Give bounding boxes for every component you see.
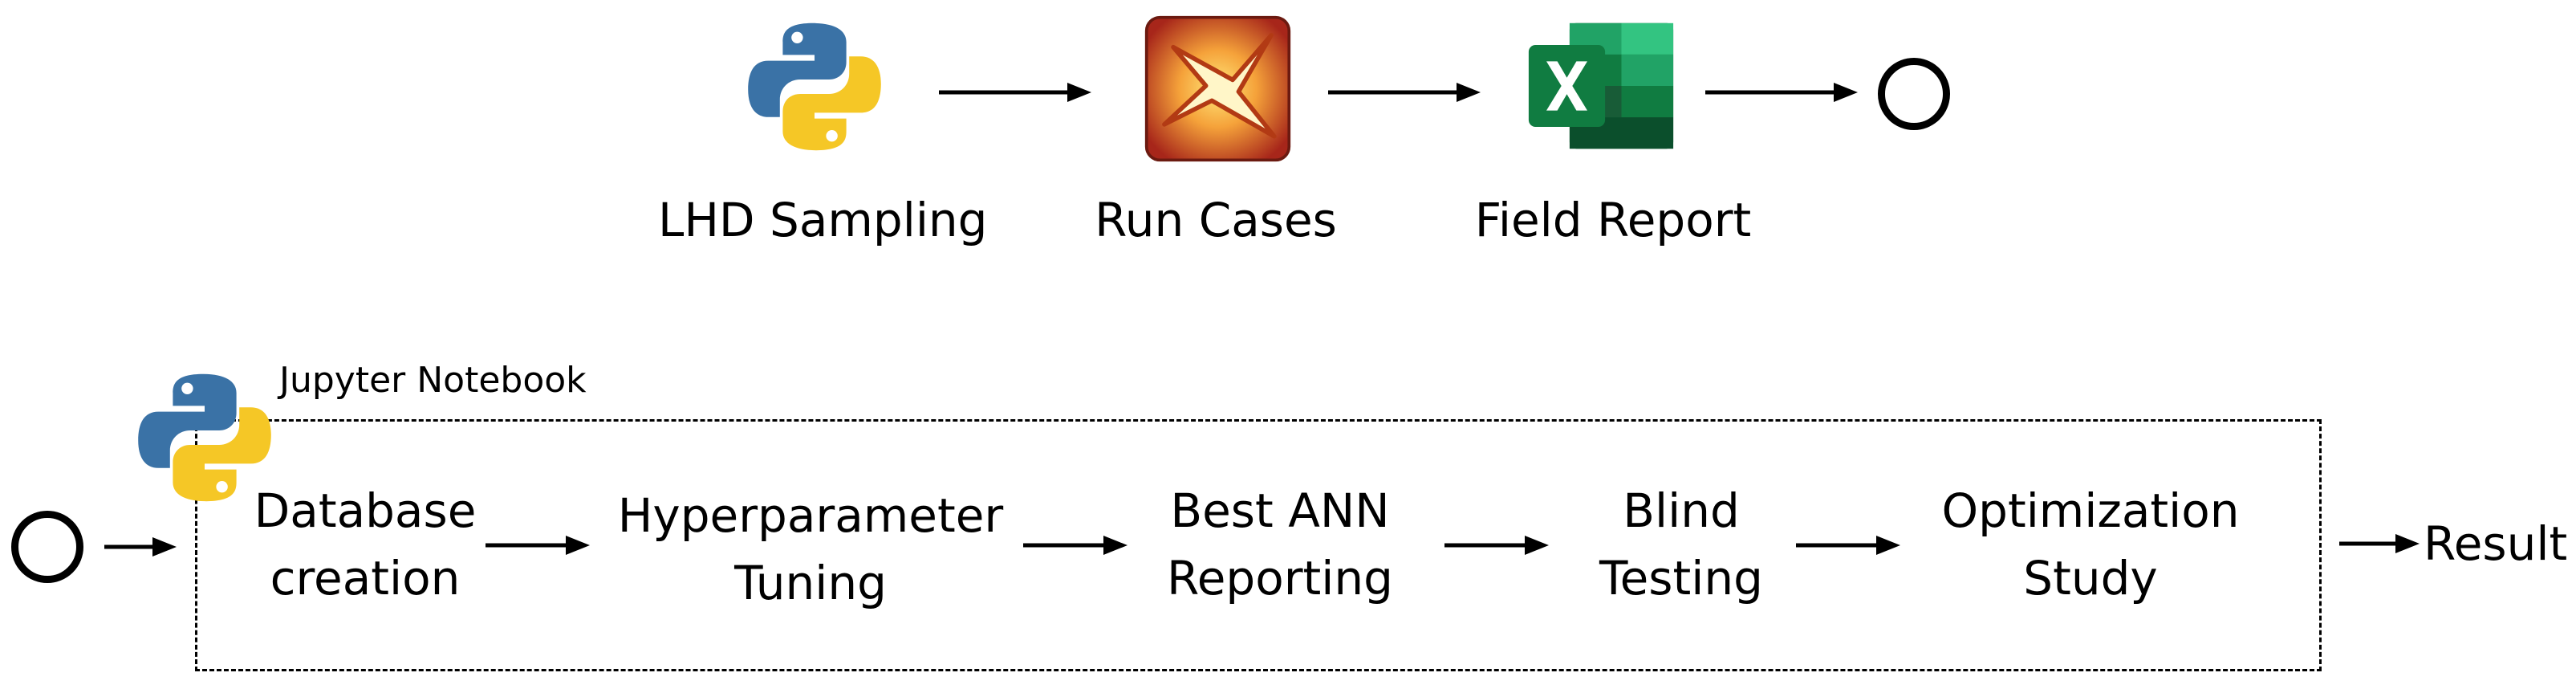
step-label-line: Study <box>2023 551 2158 605</box>
jupyter-notebook-container <box>195 419 2322 671</box>
start-circle-icon <box>11 511 83 583</box>
flow-arrow <box>1705 80 1858 104</box>
flow-arrow <box>486 533 590 557</box>
excel-icon <box>1525 18 1677 154</box>
step-label-line: Best ANN <box>1170 483 1390 538</box>
step-label-line: creation <box>270 551 461 605</box>
step-label-lhd-sampling: LHD Sampling <box>658 193 988 247</box>
flow-arrow <box>1328 80 1481 104</box>
flow-arrow <box>1023 533 1128 557</box>
step-label-line: Tuning <box>734 556 887 610</box>
flow-arrow <box>104 535 177 559</box>
end-circle-icon <box>1878 58 1950 130</box>
python-logo-icon <box>128 365 281 510</box>
step-label-run-cases: Run Cases <box>1095 193 1337 247</box>
step-label-line: Testing <box>1599 551 1763 605</box>
result-label: Result <box>2424 516 2568 571</box>
simulator-app-icon <box>1144 14 1292 163</box>
python-logo-icon <box>738 14 891 159</box>
container-label-jupyter-notebook: Jupyter Notebook <box>279 360 587 401</box>
step-label-line: Hyperparameter <box>617 488 1004 543</box>
step-label-line: Optimization <box>1941 483 2240 538</box>
step-label-best-ann-reporting: Best ANN Reporting <box>1140 477 1420 612</box>
step-label-line: Blind <box>1623 483 1740 538</box>
flow-arrow <box>1444 533 1549 557</box>
step-label-optimization-study: Optimization Study <box>1910 477 2271 612</box>
flow-arrow <box>2339 532 2420 556</box>
step-label-hyperparameter-tuning: Hyperparameter Tuning <box>606 482 1015 617</box>
step-label-line: Reporting <box>1167 551 1393 605</box>
step-label-database-creation: Database creation <box>225 477 506 612</box>
flow-arrow <box>939 80 1091 104</box>
step-label-blind-testing: Blind Testing <box>1573 477 1790 612</box>
flow-arrow <box>1796 533 1900 557</box>
step-label-field-report: Field Report <box>1474 193 1752 247</box>
step-label-line: Database <box>254 483 477 538</box>
